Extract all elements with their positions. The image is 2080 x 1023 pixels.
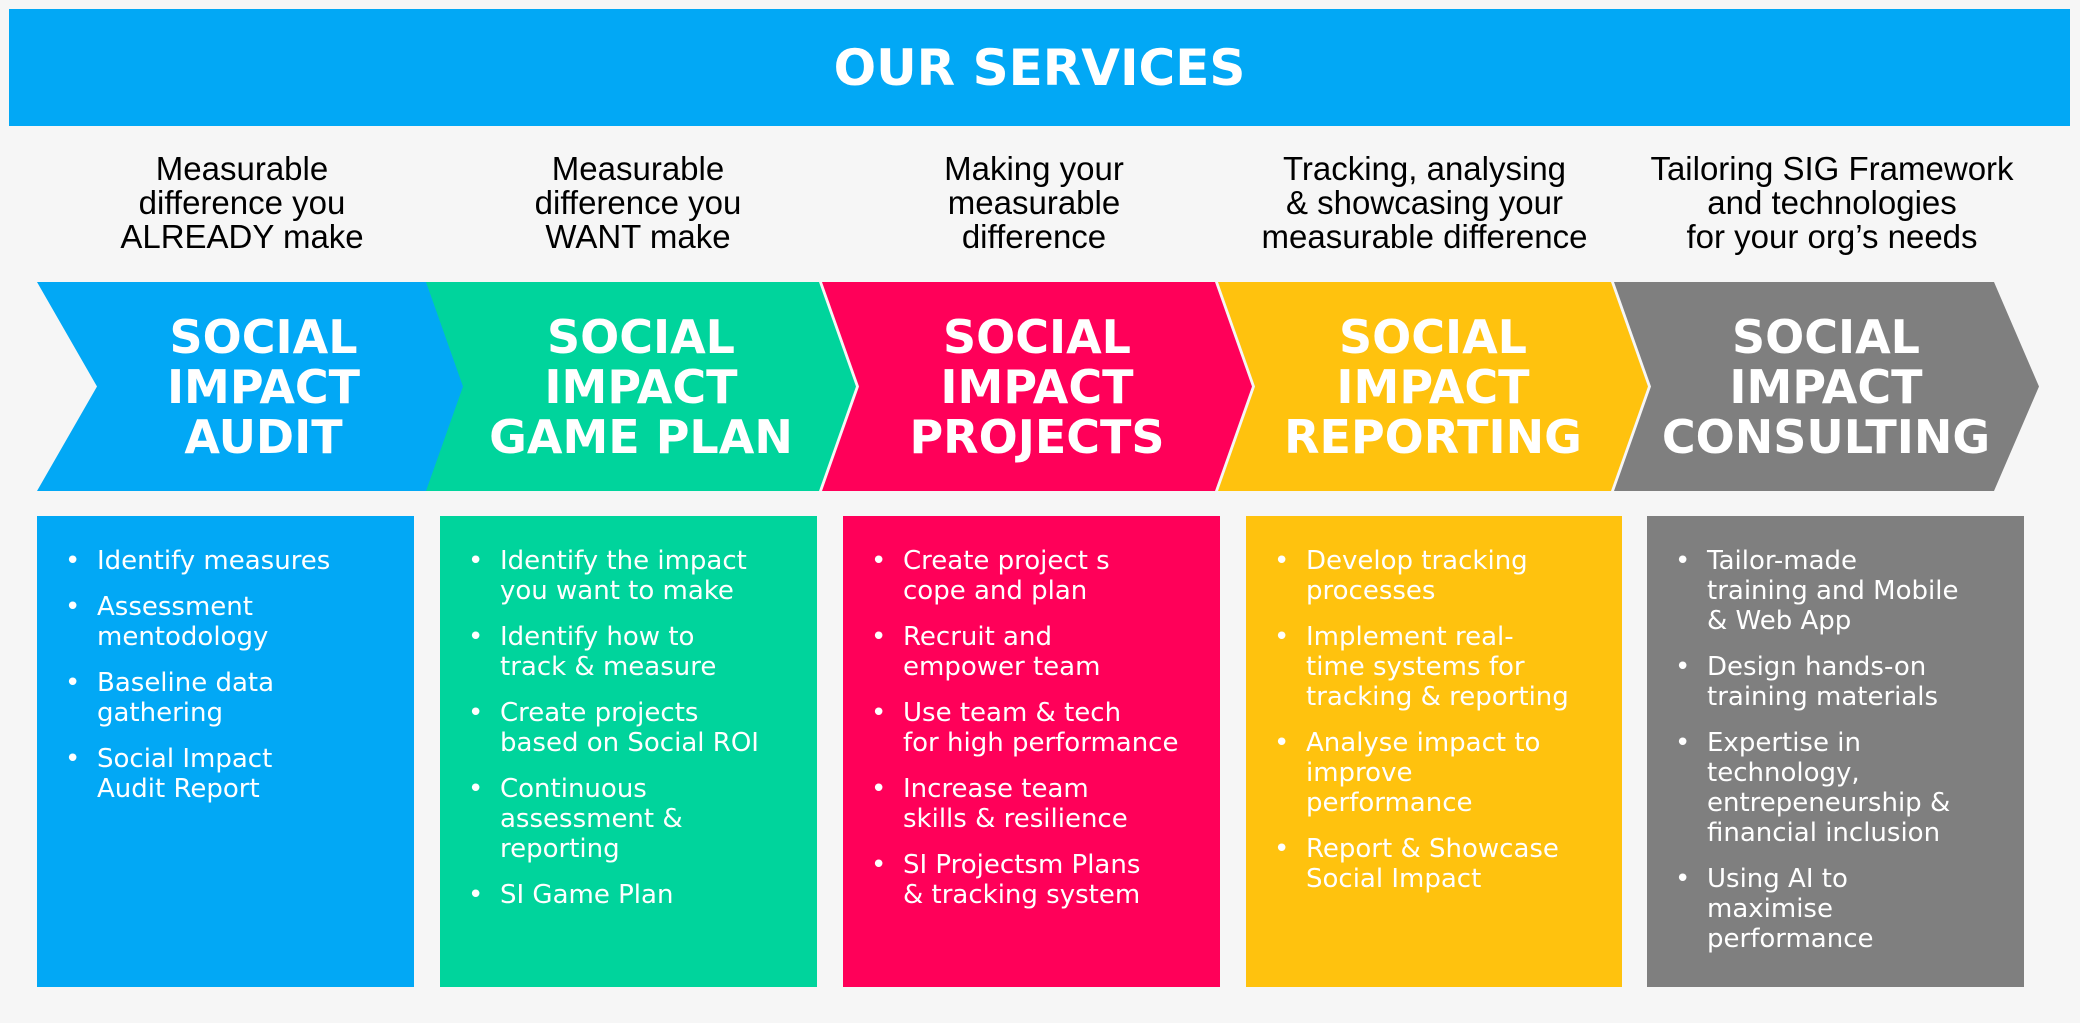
bullet-icon: •: [1675, 728, 1691, 758]
bullet-icon: •: [65, 546, 81, 576]
bullet-icon: •: [871, 698, 887, 728]
bullet-icon: •: [871, 850, 887, 880]
list-item: •Design hands-on training materials: [1675, 652, 1939, 712]
header-banner: OUR SERVICES: [9, 9, 2070, 126]
chevron-projects: SOCIAL IMPACT PROJECTS: [822, 282, 1252, 491]
service-title-audit: SOCIAL IMPACT AUDIT: [166, 309, 361, 464]
list-item: •Assessment mentodology: [65, 592, 269, 652]
service-title-projects: SOCIAL IMPACT PROJECTS: [909, 309, 1165, 464]
list-item: •Create project s cope and plan: [871, 546, 1110, 606]
chevron-arrow-shape: [822, 282, 1252, 491]
list-item: •Identify measures: [65, 546, 331, 576]
list-item: •Tailor-made training and Mobile & Web A…: [1675, 546, 1959, 636]
bullet-icon: •: [871, 546, 887, 576]
chevron-arrow-shape: [426, 282, 856, 491]
bullet-icon: •: [468, 546, 484, 576]
list-item: •Continuous assessment & reporting: [468, 774, 683, 864]
service-box-reporting: •Develop tracking processes •Implement r…: [1246, 516, 1622, 987]
bullet-icon: •: [1675, 546, 1691, 576]
chevron-arrow-shape: [1218, 282, 1648, 491]
list-item: •Identify how to track & measure: [468, 622, 717, 682]
list-item: •Report & Showcase Social Impact: [1274, 834, 1559, 894]
bullet-list-consulting: •Tailor-made training and Mobile & Web A…: [1675, 546, 2004, 954]
chevron-arrow-shape: [37, 282, 467, 491]
subtitle-projects: Making your measurable difference: [944, 150, 1124, 255]
service-box-audit: •Identify measures •Assessment mentodolo…: [37, 516, 414, 987]
bullet-icon: •: [1274, 546, 1290, 576]
service-title-reporting: SOCIAL IMPACT REPORTING: [1284, 309, 1582, 464]
list-item: •Identify the impact you want to make: [468, 546, 747, 606]
bullet-icon: •: [871, 774, 887, 804]
bullet-icon: •: [1675, 864, 1691, 894]
service-title-game-plan: SOCIAL IMPACT GAME PLAN: [489, 309, 793, 464]
bullet-icon: •: [65, 592, 81, 622]
bullet-list-reporting: •Develop tracking processes •Implement r…: [1274, 546, 1602, 894]
bullet-icon: •: [1274, 622, 1290, 652]
list-item: •Expertise in technology, entrepeneurshi…: [1675, 728, 1951, 848]
bullet-icon: •: [65, 744, 81, 774]
list-item: •Social Impact Audit Report: [65, 744, 273, 804]
service-box-projects: •Create project s cope and plan •Recruit…: [843, 516, 1220, 987]
list-item: •Use team & tech for high performance: [871, 698, 1179, 758]
bullet-icon: •: [1675, 652, 1691, 682]
bullet-icon: •: [871, 622, 887, 652]
service-box-game-plan: •Identify the impact you want to make •I…: [440, 516, 817, 987]
bullet-icon: •: [468, 622, 484, 652]
subtitle-audit: Measurable difference you ALREADY make: [120, 150, 364, 255]
bullet-icon: •: [65, 668, 81, 698]
bullet-list-audit: •Identify measures •Assessment mentodolo…: [65, 546, 394, 804]
list-item: •Develop tracking processes: [1274, 546, 1528, 606]
bullet-icon: •: [468, 698, 484, 728]
bullet-icon: •: [1274, 834, 1290, 864]
list-item: •Create projects based on Social ROI: [468, 698, 759, 758]
page-title: OUR SERVICES: [833, 38, 1246, 97]
bullet-list-game-plan: •Identify the impact you want to make •I…: [468, 546, 797, 910]
list-item: •Baseline data gathering: [65, 668, 275, 728]
list-item: •Increase team skills & resilience: [871, 774, 1128, 834]
list-item: •Implement real- time systems for tracki…: [1274, 622, 1569, 712]
subtitle-reporting: Tracking, analysing & showcasing your me…: [1261, 150, 1588, 255]
subtitle-game-plan: Measurable difference you WANT make: [534, 150, 742, 255]
chevron-audit: SOCIAL IMPACT AUDIT: [37, 282, 467, 491]
list-item: •Analyse impact to improve performance: [1274, 728, 1541, 818]
chevron-consulting: SOCIAL IMPACT CONSULTING: [1614, 282, 2039, 491]
list-item: •Recruit and empower team: [871, 622, 1101, 682]
subtitle-consulting: Tailoring SIG Framework and technologies…: [1650, 150, 2014, 255]
list-item: •SI Game Plan: [468, 880, 674, 910]
bullet-list-projects: •Create project s cope and plan •Recruit…: [871, 546, 1200, 910]
chevron-reporting: SOCIAL IMPACT REPORTING: [1218, 282, 1648, 491]
service-title-consulting: SOCIAL IMPACT CONSULTING: [1661, 309, 1991, 464]
bullet-icon: •: [468, 774, 484, 804]
list-item: •SI Projectsm Plans & tracking system: [871, 850, 1141, 910]
bullet-icon: •: [1274, 728, 1290, 758]
chevron-arrow-shape: [1614, 282, 2039, 491]
chevron-game-plan: SOCIAL IMPACT GAME PLAN: [426, 282, 856, 491]
bullet-icon: •: [468, 880, 484, 910]
list-item: •Using AI to maximise performance: [1675, 864, 1874, 954]
service-box-consulting: •Tailor-made training and Mobile & Web A…: [1647, 516, 2024, 987]
